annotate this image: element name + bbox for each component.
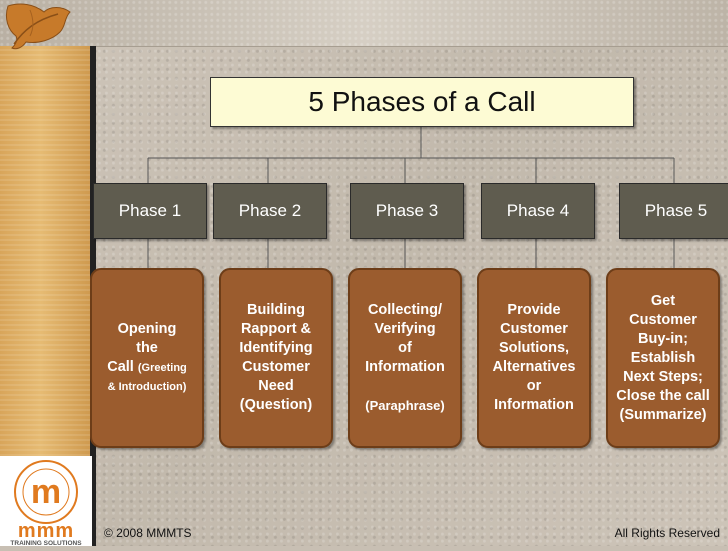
top-texture-strip: [0, 0, 728, 47]
phase-5-box: Phase 5: [619, 183, 728, 239]
phase-5-desc-line: Close the call: [616, 387, 710, 404]
phase-5-desc-line: Get: [650, 292, 676, 309]
phase-1-desc-greeting: (Greeting: [137, 361, 187, 374]
phase-2-desc-line: Identifying: [239, 340, 313, 356]
phase-3-desc-line: of: [398, 340, 412, 356]
left-wood-strip: [0, 46, 90, 456]
phase-2-desc-line: (Question): [239, 397, 313, 413]
phase-2-desc-line: Customer: [242, 359, 310, 375]
diagram-title-text: 5 Phases of a Call: [308, 86, 536, 117]
phase-5-desc-line: Next Steps;: [623, 368, 703, 385]
phase-2-box: Phase 2: [213, 183, 327, 239]
phase-4-box: Phase 4: [481, 183, 595, 239]
phase-2-description: Building Rapport & Identifying Customer …: [219, 268, 333, 448]
phase-5-description: Get Customer Buy-in; Establish Next Step…: [606, 268, 720, 448]
svg-text:m: m: [31, 473, 61, 511]
svg-text:mmm: mmm: [18, 520, 74, 542]
phase-1-desc-line: Call (Greeting: [107, 358, 187, 378]
copyright-text: © 2008 MMMTS: [104, 526, 192, 540]
autumn-leaf-icon: [5, 3, 71, 50]
phase-5-desc-line: Customer: [629, 311, 697, 328]
phase-1-label: Phase 1: [118, 201, 182, 220]
phase-2-label: Phase 2: [238, 201, 302, 220]
phase-4-desc-line: Information: [494, 397, 574, 413]
phase-4-desc-line: Provide: [507, 302, 561, 318]
phase-3-desc-line: Information: [365, 359, 445, 375]
phase-4-description: Provide Customer Solutions, Alternatives…: [477, 268, 591, 448]
phase-1-box: Phase 1: [93, 183, 207, 239]
phase-5-desc-line: (Summarize): [619, 406, 707, 423]
phase-5-desc-line: Establish: [630, 349, 696, 366]
phase-3-description: Collecting/ Verifying of Information (Pa…: [348, 268, 462, 448]
phase-2-desc-line: Rapport &: [240, 321, 312, 337]
phase-3-desc-line: Collecting/: [367, 302, 443, 318]
phase-2-desc-line: Need: [258, 378, 294, 394]
phase-3-box: Phase 3: [350, 183, 464, 239]
phase-1-desc-line: & Introduction): [107, 380, 187, 393]
svg-text:TRAINING SOLUTIONS: TRAINING SOLUTIONS: [10, 540, 82, 546]
company-logo: m mmm TRAINING SOLUTIONS: [0, 456, 92, 547]
phase-2-desc-line: Building: [247, 302, 305, 318]
phase-1-description: Opening the Call (Greeting & Introductio…: [90, 268, 204, 448]
rights-text: All Rights Reserved: [614, 526, 720, 540]
phase-3-desc-line: (Paraphrase): [365, 398, 445, 413]
phase-5-desc-line: Buy-in;: [638, 330, 688, 347]
phase-4-label: Phase 4: [506, 201, 570, 220]
phase-4-desc-line: Customer: [500, 321, 568, 337]
diagram-title: 5 Phases of a Call: [210, 77, 634, 127]
phase-1-desc-line: the: [136, 339, 158, 356]
phase-3-label: Phase 3: [375, 201, 439, 220]
phase-1-desc-line: Opening: [117, 320, 177, 337]
phase-4-desc-line: Solutions,: [498, 340, 570, 356]
phase-5-label: Phase 5: [644, 201, 708, 220]
phase-4-desc-line: or: [526, 378, 542, 394]
phase-3-desc-line: Verifying: [374, 321, 436, 337]
mmm-logo-icon: m mmm TRAINING SOLUTIONS: [10, 460, 82, 547]
phase-1-desc-call: Call: [107, 358, 134, 375]
phase-4-desc-line: Alternatives: [492, 359, 576, 375]
